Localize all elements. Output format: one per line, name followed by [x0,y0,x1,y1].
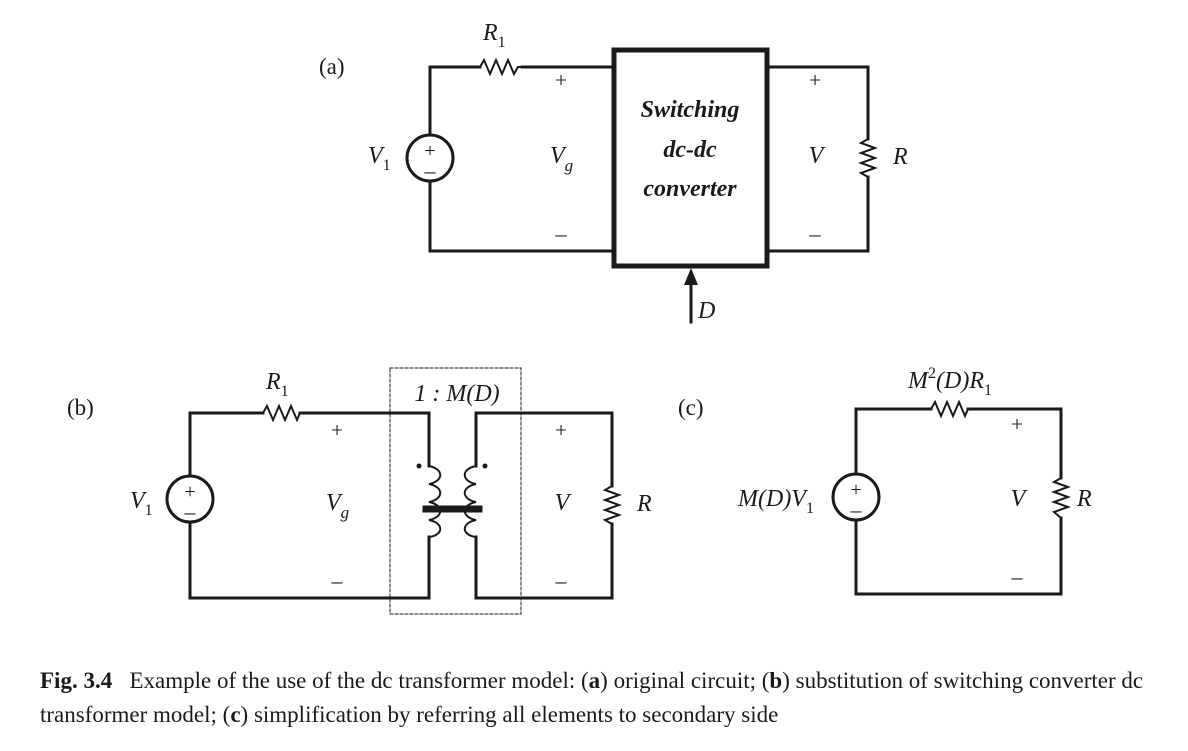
panel-c-label: (c) [678,395,704,420]
panel-b-transformer-boundary [389,367,522,615]
panel-b-v-label: V [555,490,572,516]
panel-b-r1-label: R1 [265,369,289,400]
panel-b-wires [188,411,614,600]
panel-c-wires [854,407,1063,596]
panel-b-source-minus: – [184,499,197,524]
panel-c-resistor [929,399,970,419]
panel-b-v-minus: – [555,568,568,593]
panel-b-label: (b) [67,395,94,420]
panel-b-v-plus: + [555,418,567,442]
panel-b-secondary-dot [482,463,488,469]
panel-c-source-plus: + [850,479,861,501]
panel-b-vg-label: Vg [326,490,349,522]
panel-c-v-minus: – [1011,564,1024,589]
panel-c-source-minus: – [850,497,863,522]
panel-a-load-label: R [892,144,908,170]
converter-line1: Switching [641,97,740,123]
caption-text-4: ) simplification by referring all elemen… [240,702,779,727]
panel-b-resistor-r1 [261,403,302,423]
panel-c-source-label: M(D)V1 [737,486,814,517]
panel-a-wires [428,65,870,253]
panel-a-v-plus: + [809,68,821,92]
panel-b-primary-dot [416,463,422,469]
converter-line3: converter [643,176,737,202]
panel-b-vg-minus: – [331,568,344,593]
panel-c-v-label: V [1011,486,1028,512]
panel-c-resistor-label: M2(D)R1 [907,365,992,399]
panel-a-vg-plus: + [555,68,567,92]
caption-c: c [230,702,241,727]
caption-text-1: Example of the use of the dc transformer… [129,668,589,693]
panel-a-source-minus: – [424,158,437,183]
panel-a-v-label: V [809,143,826,169]
caption-text-3: ) substitution of switching converter dc… [40,668,1144,727]
converter-line2: dc-dc [663,137,717,163]
panel-a-vg-minus: – [555,221,568,246]
panel-b-vg-plus: + [331,418,343,442]
turns-ratio-label: 1 : M(D) [414,381,499,407]
caption-b: b [769,668,783,693]
panel-b-secondary-winding [463,464,478,539]
panel-a-converter-box [611,47,770,269]
panel-b-v1-label: V1 [130,488,153,519]
panel-b-primary-winding [427,464,442,539]
panel-a-v-minus: – [809,221,822,246]
panel-b-source-plus: + [184,481,195,503]
panel-a-r1-label: R1 [482,20,506,51]
panel-a-source-v1 [405,133,455,183]
panel-c-v-plus: + [1011,412,1023,436]
panel-c-source [831,472,881,522]
caption-text-2: ) original circuit; ( [600,668,770,693]
panel-b-source-v1 [165,474,215,524]
caption-a: a [588,668,601,693]
panel-b-load-resistor [602,484,622,526]
panel-a-resistor-r1 [478,57,523,77]
panel-b-load-label: R [636,491,652,517]
circuit-figure: (a) R1 V1 + – + Vg – Switching dc-dc con… [67,20,1092,615]
panel-a-duty-arrowhead [684,268,698,285]
figure-caption: Fig. 3.4 Example of the use of the dc tr… [40,664,1150,732]
panel-a-duty-label: D [697,298,715,324]
panel-a-v1-label: V1 [368,143,391,174]
panel-a-load-resistor [858,137,878,179]
panel-a-vg-label: Vg [550,143,573,175]
panel-c-load-label: R [1076,486,1092,512]
panel-a-label: (a) [319,54,345,79]
caption-fig-number: Fig. 3.4 [40,668,113,693]
panel-c-load-resistor [1051,476,1071,520]
panel-a-source-plus: + [424,140,435,162]
